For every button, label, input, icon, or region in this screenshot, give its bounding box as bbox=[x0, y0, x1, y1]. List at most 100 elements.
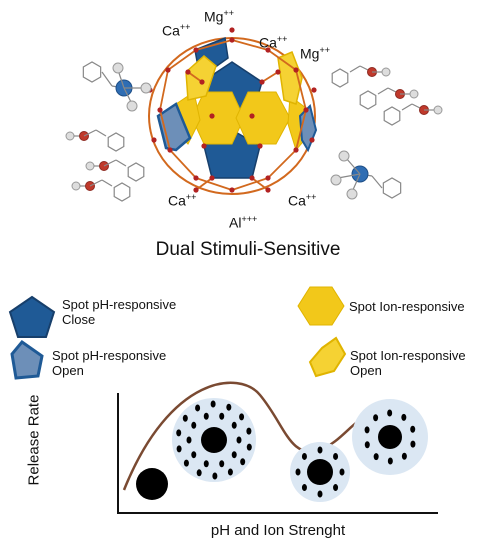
release-curve bbox=[122, 381, 376, 491]
hydrogen-atom bbox=[85, 161, 95, 171]
molecule-ring bbox=[82, 61, 102, 83]
bond bbox=[103, 159, 117, 167]
cage-edge bbox=[195, 177, 233, 191]
particle-closed-core bbox=[136, 468, 168, 500]
x-axis-label: pH and Ion Strenght bbox=[210, 522, 346, 539]
molecule-ring bbox=[383, 106, 401, 126]
graph-axes bbox=[117, 393, 438, 514]
molecule-ring bbox=[113, 182, 131, 202]
cage-vertex bbox=[309, 137, 315, 143]
cage-vertex bbox=[257, 143, 263, 149]
particle-large-release-dot bbox=[219, 412, 225, 420]
cage-vertex bbox=[209, 175, 215, 181]
particle-large-release-dot bbox=[240, 458, 246, 466]
legend-ion-responsive-label: Spot Ion-responsive bbox=[349, 299, 465, 314]
particle-right-release-dot bbox=[373, 414, 379, 422]
particle-large-release-dot bbox=[246, 427, 252, 435]
particle-large-release-dot bbox=[186, 436, 192, 444]
hydrogen-atom bbox=[381, 67, 391, 77]
hydrogen-atom bbox=[409, 89, 419, 99]
legend-ion-open-label: Spot Ion-responsive Open bbox=[350, 348, 466, 378]
bond bbox=[89, 179, 103, 187]
cage-vertex bbox=[265, 175, 271, 181]
particle-large-release-dot bbox=[210, 400, 216, 408]
bond bbox=[349, 65, 361, 73]
ion-mg-right: Mg++ bbox=[300, 45, 330, 62]
bond bbox=[371, 175, 383, 189]
cage-edge bbox=[231, 177, 269, 191]
particle-large-release-dot bbox=[212, 472, 218, 480]
cage-vertex bbox=[229, 187, 235, 193]
cage-vertex bbox=[167, 147, 173, 153]
particle-large-release-dot bbox=[227, 468, 233, 476]
hydrogen-atom bbox=[140, 82, 152, 94]
cage-open-hexagon-left bbox=[185, 55, 217, 101]
particle-medium-release-dot bbox=[317, 446, 323, 454]
cage-vertex bbox=[165, 67, 171, 73]
cage-open-hexagon-right bbox=[277, 51, 303, 105]
cage-edge bbox=[187, 71, 203, 83]
cage-edge bbox=[267, 49, 297, 71]
hydrogen-atom bbox=[346, 188, 358, 200]
ion-ca-bottom-left: Ca++ bbox=[168, 192, 197, 209]
cage-vertex bbox=[229, 37, 235, 43]
cage-vertex bbox=[193, 187, 199, 193]
particle-large-release-dot bbox=[231, 421, 237, 429]
bond bbox=[115, 159, 127, 167]
particle-large-release-dot bbox=[203, 412, 209, 420]
particle-large-release-dot bbox=[226, 403, 232, 411]
diagram-title: Dual Stimuli-Sensitive bbox=[155, 239, 341, 260]
ion-ca-top-right: Ca++ bbox=[259, 34, 288, 51]
hydrogen-atom bbox=[433, 105, 443, 115]
particle-large-release-dot bbox=[203, 460, 209, 468]
cage-vertex bbox=[293, 67, 299, 73]
molecule-ring bbox=[359, 90, 377, 110]
molecule-ring bbox=[107, 132, 125, 152]
ion-ca-bottom-right: Ca++ bbox=[288, 192, 317, 209]
particle-large-release-dot bbox=[182, 414, 188, 422]
cage-edge bbox=[251, 177, 269, 191]
cage-vertex bbox=[193, 175, 199, 181]
bond bbox=[401, 103, 413, 111]
bond bbox=[95, 129, 107, 137]
particle-right-release-dot bbox=[364, 441, 370, 449]
cage-vertex bbox=[193, 47, 199, 53]
hydrogen-atom bbox=[71, 181, 81, 191]
cage-edge bbox=[159, 69, 169, 111]
release-particles bbox=[136, 398, 428, 502]
cage-vertex bbox=[185, 69, 191, 75]
particle-large-release-dot bbox=[195, 404, 201, 412]
particle-medium-release-dot bbox=[301, 484, 307, 492]
particle-large-release-core bbox=[201, 427, 227, 453]
particle-medium-release-dot bbox=[333, 452, 339, 460]
hydrogen-atom bbox=[338, 150, 350, 162]
cage-vertex bbox=[293, 147, 299, 153]
bond bbox=[101, 179, 113, 187]
particle-large-release-dot bbox=[246, 443, 252, 451]
cage-vertex bbox=[249, 175, 255, 181]
cage-edge bbox=[295, 109, 307, 151]
cage-edge bbox=[231, 39, 269, 51]
bond bbox=[377, 87, 389, 95]
cage-edge bbox=[261, 71, 279, 83]
bond bbox=[83, 129, 97, 137]
particle-right-release-dot bbox=[373, 453, 379, 461]
particle-large-release-dot bbox=[239, 413, 245, 421]
particle-large-release-dot bbox=[191, 451, 197, 459]
y-axis-label: Release Rate bbox=[25, 394, 43, 486]
bond bbox=[101, 71, 113, 87]
bond bbox=[345, 157, 361, 175]
cage-vertex bbox=[303, 107, 309, 113]
legend-ph-open-label: Spot pH-responsive Open bbox=[52, 348, 167, 378]
particle-large-release-dot bbox=[219, 460, 225, 468]
hydrogen-atom bbox=[126, 100, 138, 112]
particle-right-release-dot bbox=[387, 409, 393, 417]
hydrogen-atom bbox=[112, 62, 124, 74]
particle-right-release-dot bbox=[401, 452, 407, 460]
particle-medium-release-dot bbox=[333, 484, 339, 492]
cage-vertex bbox=[275, 69, 281, 75]
molecule-ring bbox=[382, 177, 402, 199]
cage-edge bbox=[159, 109, 171, 151]
bond bbox=[337, 173, 361, 179]
particle-right-release-dot bbox=[387, 457, 393, 465]
